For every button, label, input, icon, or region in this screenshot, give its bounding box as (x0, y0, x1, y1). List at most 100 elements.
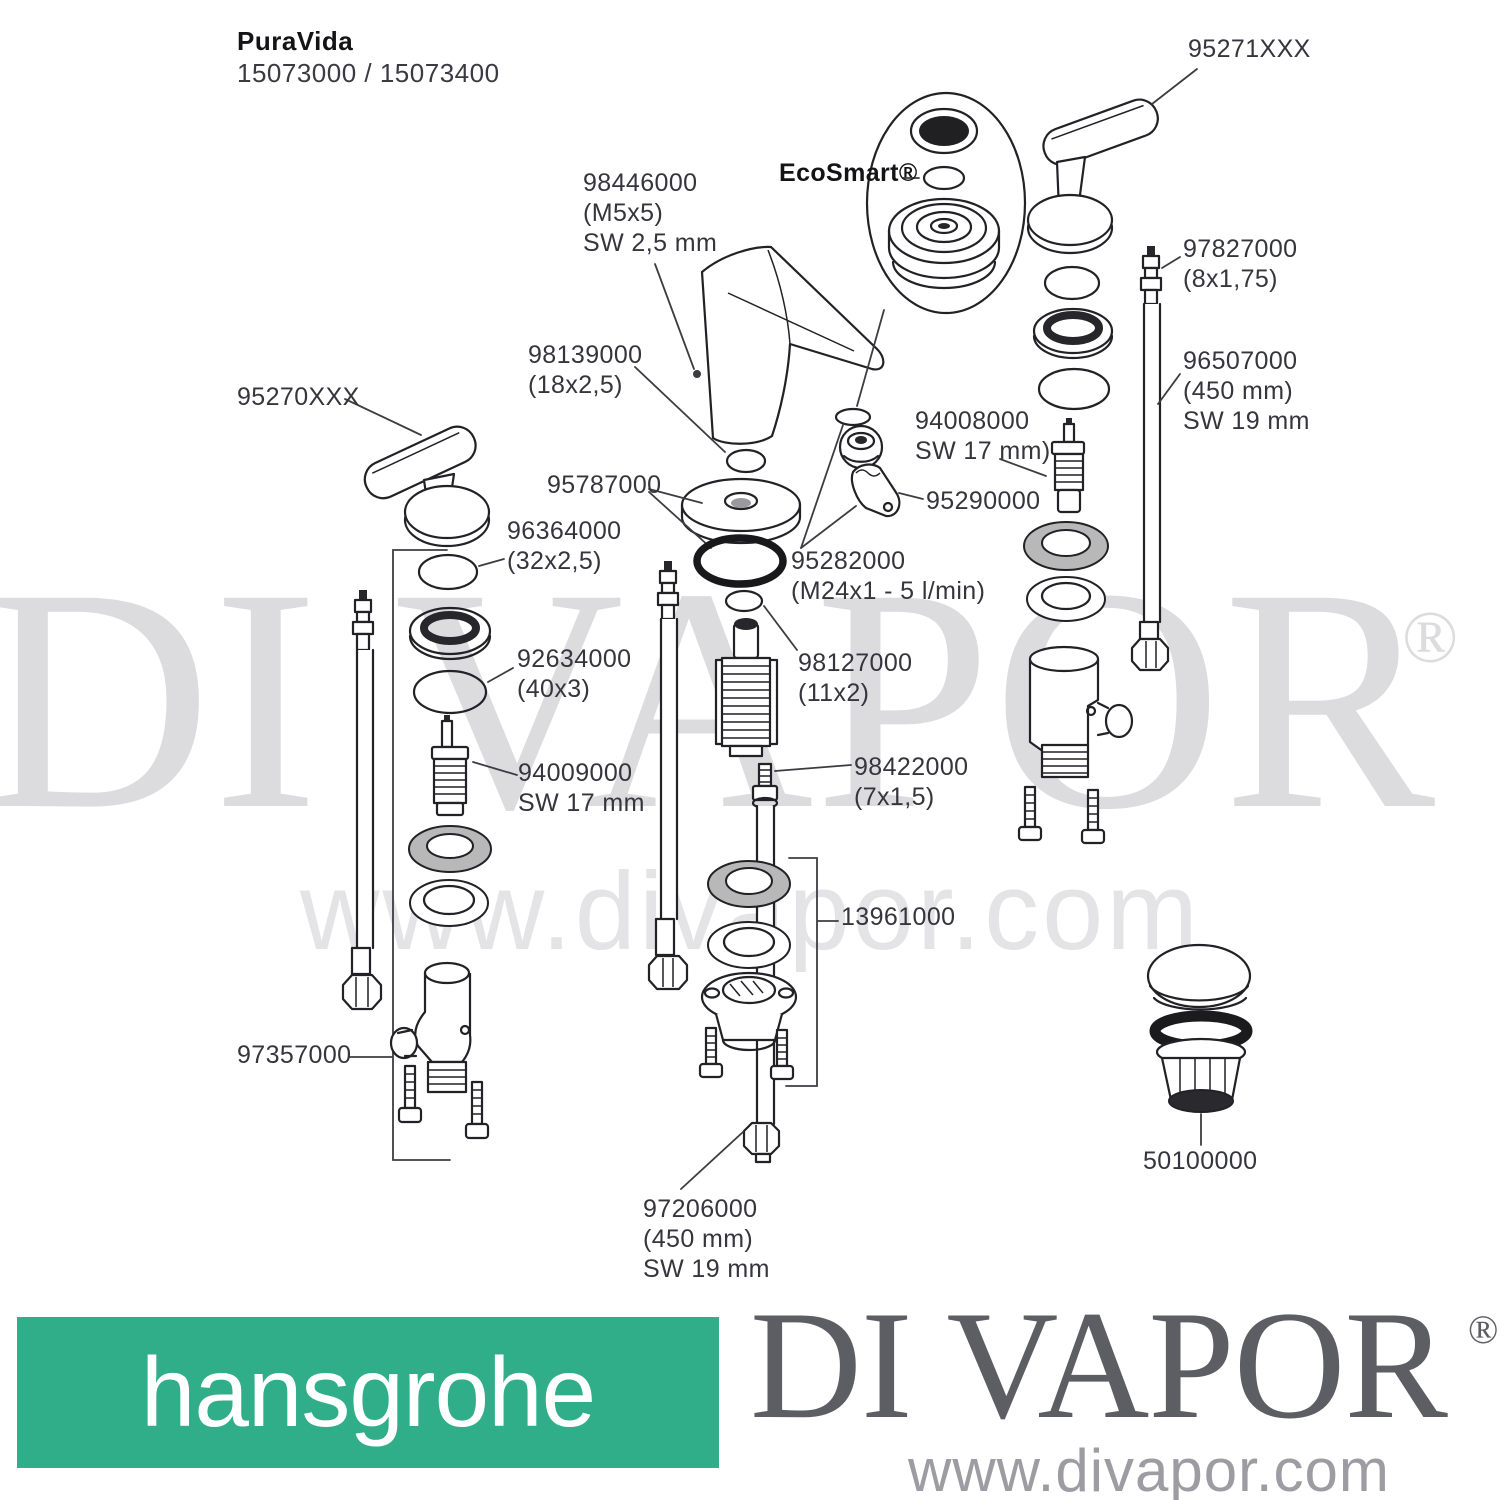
drain-set-50100000-drawing (1146, 943, 1253, 1146)
part-number: 97827000 (1183, 235, 1298, 263)
bracket-13961000 (785, 857, 839, 1087)
part-label-94009000: 94009000 SW 17 mm (518, 758, 645, 818)
part-number: 98422000 (854, 753, 969, 781)
leader-94008 (999, 458, 1047, 477)
mid-hose-drawing (647, 561, 689, 991)
part-label-95787000: 95787000 (547, 470, 661, 500)
part-number: 94008000 (915, 407, 1030, 435)
right-bearing-ring-drawing (1032, 307, 1114, 360)
part-spec: SW 17 mm (518, 789, 645, 817)
right-cartridge-94008000-drawing (1050, 418, 1086, 514)
left-handle-drawing (363, 425, 491, 548)
divapor-logo: DI VAPOR (750, 1279, 1448, 1451)
leader-95271 (1151, 68, 1198, 105)
watermark-registered-icon: ® (1402, 597, 1459, 679)
part-number: 97357000 (237, 1041, 352, 1069)
part-number: 95290000 (926, 487, 1041, 515)
part-label-98422000: 98422000 (7x1,5) (854, 752, 968, 812)
mid-white-washer-drawing (707, 921, 791, 969)
part-label-13961000: 13961000 (841, 902, 955, 932)
part-spec: (450 mm) (1183, 377, 1294, 405)
leader-98446 (654, 263, 695, 370)
part-label-97357000: 97357000 (237, 1040, 351, 1070)
part-label-95270xxx: 95270XXX (237, 382, 360, 412)
leader-95290 (898, 492, 924, 500)
leader-97206 (680, 1131, 744, 1190)
part-spec: (18x2,5) (528, 371, 623, 399)
part-label-97206000: 97206000 (450 mm) SW 19 mm (643, 1194, 770, 1284)
part-spec: SW 19 mm (1183, 407, 1310, 435)
part-label-50100000: 50100000 (1143, 1146, 1257, 1176)
left-o-ring-92634000-drawing (412, 667, 514, 715)
part-number: 97206000 (643, 1195, 758, 1223)
part-label-98446000: 98446000 (M5x5) SW 2,5 mm (583, 168, 717, 258)
right-handle-drawing (1026, 98, 1159, 255)
part-number: 95282000 (791, 547, 906, 575)
part-label-96507000: 96507000 (450 mm) SW 19 mm (1183, 346, 1310, 436)
ecosmart-label: EcoSmart® (779, 158, 918, 188)
right-gray-washer-drawing (1023, 521, 1109, 571)
part-spec: (M24x1 - 5 l/min) (791, 577, 986, 605)
left-hose-drawing (341, 590, 383, 1011)
part-label-94008000: 94008000 SW 17 mm) (915, 406, 1051, 466)
divapor-url: www.divapor.com (908, 1437, 1390, 1500)
mid-screw-drawing (698, 1026, 724, 1079)
part-label-98127000: 98127000 (11x2) (798, 648, 912, 708)
right-screw-drawing (1017, 785, 1043, 842)
left-o-ring-96364000-drawing (417, 553, 505, 591)
o-ring-98127000-drawing (724, 589, 798, 651)
divapor-registered-icon: ® (1468, 1307, 1499, 1352)
part-number: 95270XXX (237, 383, 360, 411)
product-codes: 15073000 / 15073400 (237, 58, 500, 88)
part-spec: (32x2,5) (507, 547, 602, 575)
part-number: 95271XXX (1188, 35, 1311, 63)
part-number: 98446000 (583, 169, 698, 197)
part-spec: (7x1,5) (854, 783, 935, 811)
leader-96507 (1157, 373, 1181, 405)
left-bracket-97357000 (348, 549, 451, 1161)
left-screw-drawing (397, 1064, 423, 1124)
part-number: 50100000 (1143, 1147, 1258, 1175)
left-valve-body-97357000-drawing (389, 961, 472, 1094)
leader-95270 (344, 398, 422, 436)
left-screw-drawing (464, 1080, 490, 1140)
product-title: PuraVida (237, 26, 354, 56)
part-label-97827000: 97827000 (8x1,75) (1183, 234, 1297, 294)
right-screw-drawing (1080, 788, 1106, 845)
part-spec: (M5x5) (583, 199, 664, 227)
leader-95787 (648, 488, 712, 549)
leader-95282 (800, 424, 857, 549)
right-white-washer-drawing (1026, 576, 1106, 622)
part-number: 95787000 (547, 471, 662, 499)
part-number: 92634000 (517, 645, 632, 673)
part-label-95290000: 95290000 (926, 486, 1040, 516)
part-number: 13961000 (841, 903, 956, 931)
spout-body-drawing (693, 245, 885, 445)
part-number: 94009000 (518, 759, 633, 787)
part-spec: SW 19 mm (643, 1255, 770, 1283)
mid-screw-drawing (769, 1028, 795, 1081)
part-spec: (450 mm) (643, 1225, 754, 1253)
o-ring-98139000-drawing (634, 366, 767, 474)
hansgrohe-logo-text: hansgrohe (140, 1337, 596, 1447)
right-hose-96507000-drawing (1130, 246, 1170, 672)
shank-drawing (714, 618, 779, 758)
seal-ring-drawing (693, 534, 787, 588)
leader-97827 (1161, 256, 1181, 269)
leader-94009 (472, 761, 518, 776)
part-label-95271xxx: 95271XXX (1188, 34, 1311, 64)
part-number: 98139000 (528, 341, 643, 369)
left-bearing-ring-drawing (408, 606, 492, 661)
part-spec: SW 2,5 mm (583, 229, 718, 257)
mid-gray-washer-drawing (707, 860, 791, 908)
right-o-ring-2-drawing (1037, 367, 1111, 411)
part-label-96364000: 96364000 (32x2,5) (507, 516, 621, 576)
ecosmart-text: EcoSmart® (779, 159, 918, 187)
part-spec: (40x3) (517, 675, 591, 703)
aerator-group-drawing (834, 407, 901, 518)
part-number: 96507000 (1183, 347, 1298, 375)
part-spec: SW 17 mm) (915, 437, 1051, 465)
part-spec: (8x1,75) (1183, 265, 1278, 293)
